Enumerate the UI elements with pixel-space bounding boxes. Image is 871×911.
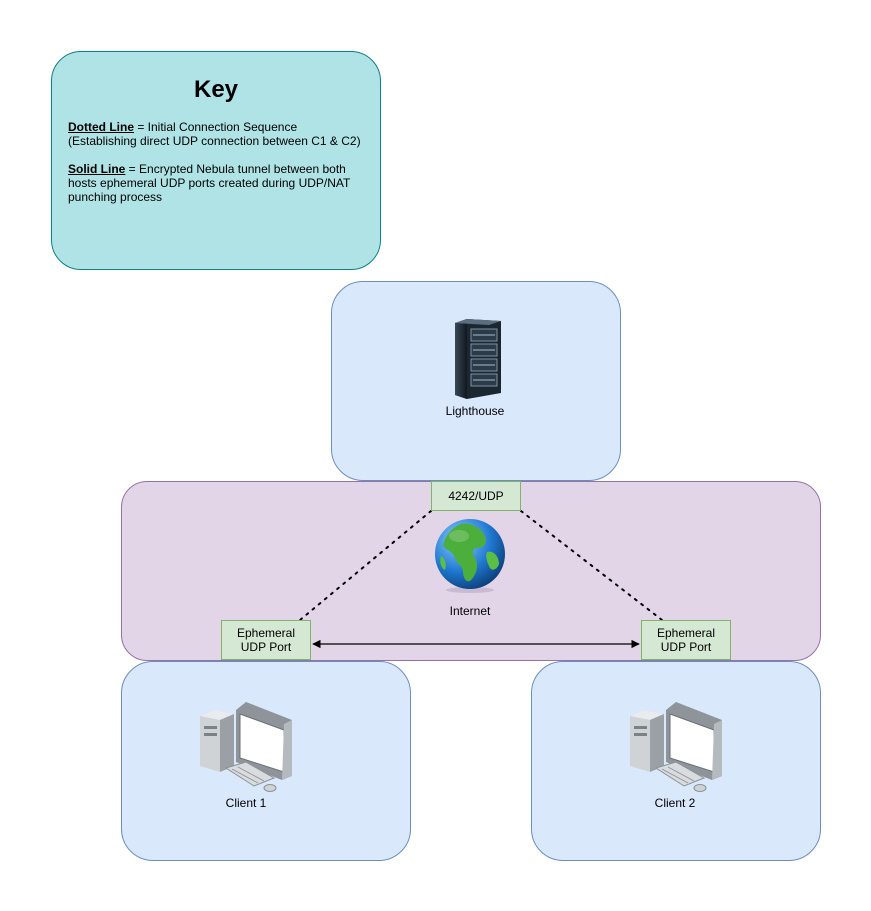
desktop-computer-icon: [200, 702, 292, 792]
globe-icon: [435, 519, 505, 593]
client1-port-line2: UDP Port: [240, 640, 292, 654]
key-solid-desc: = Encrypted Nebula tunnel between both h…: [68, 162, 351, 204]
server-rack-icon: [455, 319, 501, 399]
client1-label: Client 1: [225, 796, 267, 810]
key-solid-entry: Solid Line = Encrypted Nebula tunnel bet…: [68, 162, 368, 204]
desktop-computer-icon: [630, 702, 722, 792]
client2-port-line1: Ephemeral: [656, 626, 716, 640]
internet-label: Internet: [449, 604, 491, 618]
lighthouse-port: 4242/UDP: [431, 481, 521, 511]
key-solid-term: Solid Line: [68, 162, 126, 176]
key-dotted-term: Dotted Line: [68, 120, 134, 134]
lighthouse-label: Lighthouse: [445, 404, 505, 418]
client2-port-line2: UDP Port: [660, 640, 712, 654]
key-title: Key: [193, 76, 239, 103]
key-text: Dotted Line = Initial Connection Sequenc…: [68, 120, 368, 218]
client1-port-line1: Ephemeral: [236, 626, 296, 640]
key-dotted-desc: = Initial Connection Sequence (Establish…: [68, 120, 361, 148]
key-legend: Key Dotted Line = Initial Connection Seq…: [51, 51, 381, 270]
key-dotted-entry: Dotted Line = Initial Connection Sequenc…: [68, 120, 368, 148]
client2-label: Client 2: [654, 796, 696, 810]
